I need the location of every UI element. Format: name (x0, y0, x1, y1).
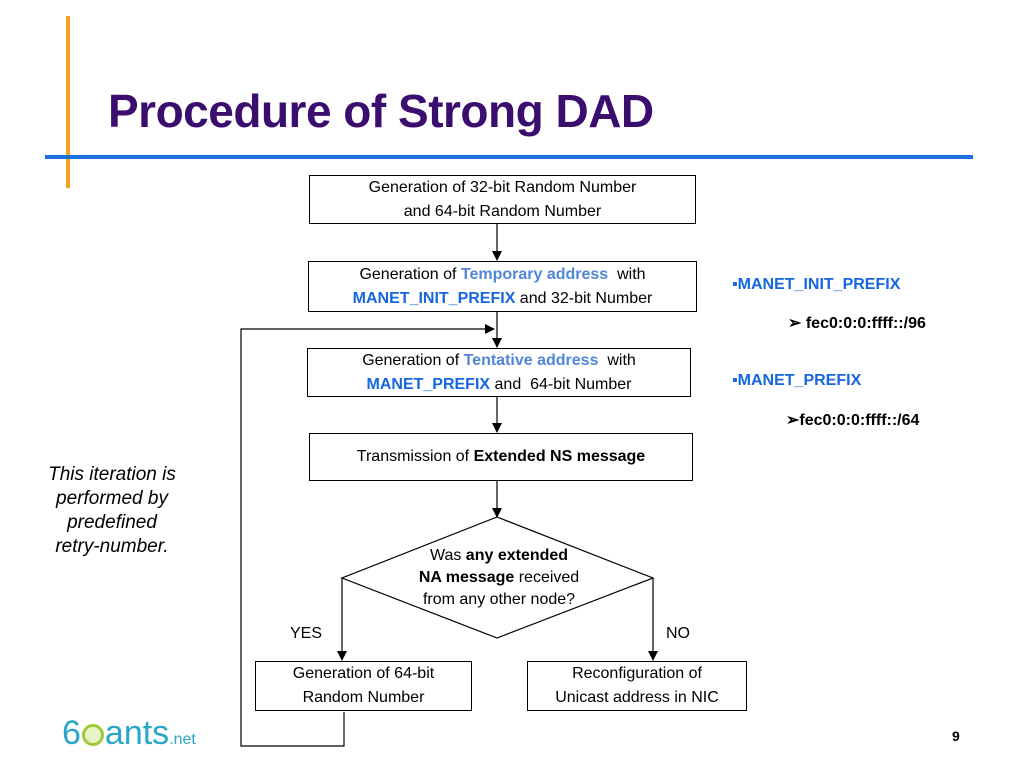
no-label: NO (666, 625, 690, 642)
step3-post: with (598, 351, 636, 369)
step4-pre: Transmission of (356, 448, 474, 465)
step2-post: with (608, 265, 646, 283)
decision-question: Was any extended NA message received fro… (388, 545, 610, 611)
6ants-logo: 6 ants.net (62, 714, 196, 753)
accent-horizontal-bar (45, 155, 973, 159)
step2-highlight: Temporary address (460, 265, 609, 283)
note-manet-prefix-value: ➢fec0:0:0:ffff::/64 (786, 412, 920, 429)
decision-post: received (514, 569, 580, 586)
step3-line2-post: and 64-bit Number (490, 375, 632, 393)
retry-loop-arrow (240, 324, 495, 747)
decision-diamond (340, 516, 655, 639)
iteration-note-line1: This iteration is (48, 464, 176, 485)
iteration-note-line3: predefined (67, 512, 157, 533)
yes-box-line1: Generation of 64-bit (292, 665, 435, 682)
decision-pre: Was (429, 547, 466, 564)
step1-line1: Generation of 32-bit Random Number (368, 178, 637, 196)
step-generate-tentative-address: Generation of Tentative address with MAN… (307, 348, 691, 397)
logo-suffix: .net (169, 731, 196, 748)
note-manet-init-prefix: ▪MANET_INIT_PREFIX (732, 276, 901, 293)
step2-pre: Generation of (359, 265, 461, 283)
step-generate-temporary-address: Generation of Temporary address with MAN… (308, 261, 697, 312)
decision-line3: from any other node? (422, 591, 576, 608)
step2-line2-post: and 32-bit Number (515, 289, 653, 307)
logo-part-a: 6 (62, 714, 81, 752)
step-generate-random-numbers: Generation of 32-bit Random Number and 6… (309, 175, 696, 224)
accent-vertical-bar (66, 16, 70, 188)
iteration-note-line2: performed by (56, 488, 168, 509)
step3-highlight: Tentative address (463, 351, 599, 369)
step4-bold: Extended NS message (473, 448, 646, 465)
step-transmit-extended-ns: Transmission of Extended NS message (309, 433, 693, 481)
decision-bold1: any extended (465, 547, 569, 564)
no-box-line1: Reconfiguration of (572, 665, 702, 682)
step-reconfigure-unicast: Reconfiguration of Unicast address in NI… (527, 661, 747, 711)
slide-title: Procedure of Strong DAD (108, 85, 654, 137)
decision-bold2: NA message (418, 569, 515, 586)
iteration-note: This iteration is performed by predefine… (22, 463, 202, 559)
step3-prefix: MANET_PREFIX (366, 375, 491, 393)
step2-prefix: MANET_INIT_PREFIX (352, 289, 516, 307)
no-box-line2: Unicast address in NIC (555, 689, 719, 706)
logo-part-b: ants (104, 714, 170, 752)
iteration-note-line4: retry-number. (55, 536, 169, 557)
step1-line2: and 64-bit Random Number (403, 202, 602, 220)
step3-pre: Generation of (362, 351, 464, 369)
note-manet-init-prefix-value: ➢ fec0:0:0:ffff::/96 (788, 315, 926, 332)
page-number: 9 (952, 728, 960, 744)
yes-label: YES (290, 625, 323, 642)
step-generate-64bit-random: Generation of 64-bit Random Number (255, 661, 472, 711)
yes-box-line2: Random Number (302, 689, 425, 706)
logo-ring-icon (81, 724, 104, 747)
note-manet-prefix: ▪MANET_PREFIX (732, 372, 862, 389)
